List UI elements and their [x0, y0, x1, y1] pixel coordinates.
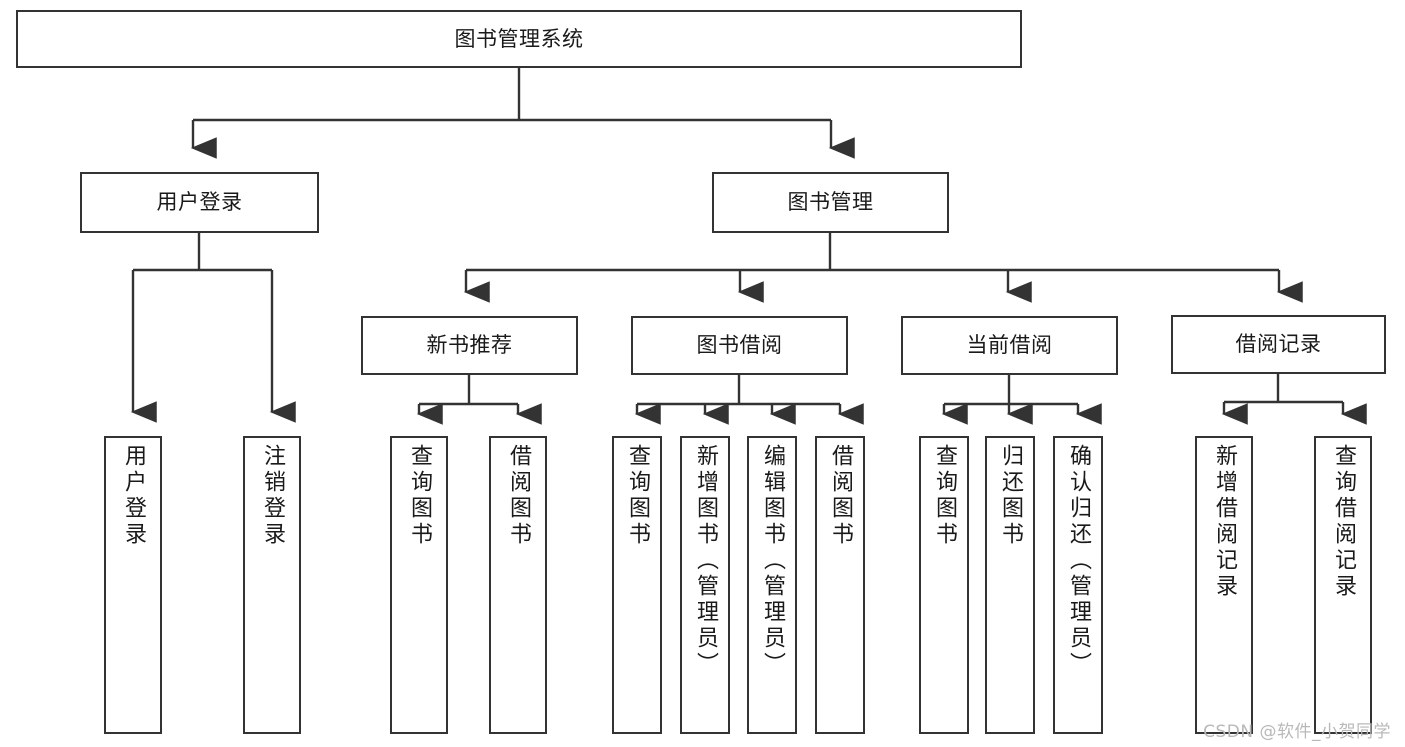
node-leaf-user-login[interactable]: 用户登录 [104, 436, 162, 734]
node-leaf-add-record-label: 新增借阅记录 [1212, 444, 1237, 600]
node-current-borrow-label: 当前借阅 [966, 333, 1053, 358]
node-leaf-query-book-3[interactable]: 查询图书 [919, 436, 969, 734]
node-leaf-user-login-label: 用户登录 [121, 444, 146, 548]
node-leaf-query-book-3-label: 查询图书 [932, 444, 957, 548]
node-current-borrow[interactable]: 当前借阅 [901, 316, 1118, 375]
node-leaf-return-book-label: 归还图书 [998, 444, 1023, 548]
node-leaf-query-book-1[interactable]: 查询图书 [390, 436, 448, 734]
node-borrow-record-label: 借阅记录 [1235, 332, 1322, 357]
node-root-label: 图书管理系统 [454, 26, 584, 51]
node-book-management-label: 图书管理 [787, 190, 874, 215]
node-leaf-borrow-book-2-label: 借阅图书 [828, 444, 853, 548]
node-leaf-borrow-book-1-label: 借阅图书 [506, 444, 531, 548]
node-user-login[interactable]: 用户登录 [80, 172, 319, 233]
node-leaf-confirm-return-label: 确认归还（管理员） [1066, 444, 1091, 678]
node-leaf-query-book-1-label: 查询图书 [407, 444, 432, 548]
node-leaf-return-book[interactable]: 归还图书 [985, 436, 1035, 734]
node-root[interactable]: 图书管理系统 [16, 10, 1022, 68]
node-new-book-recommend-label: 新书推荐 [426, 333, 513, 358]
node-leaf-logout-label: 注销登录 [260, 444, 285, 548]
node-leaf-add-book[interactable]: 新增图书（管理员） [680, 436, 730, 734]
node-leaf-borrow-book-2[interactable]: 借阅图书 [815, 436, 865, 734]
node-leaf-add-book-label: 新增图书（管理员） [693, 444, 718, 678]
node-leaf-borrow-book-1[interactable]: 借阅图书 [489, 436, 547, 734]
node-leaf-edit-book[interactable]: 编辑图书（管理员） [747, 436, 797, 734]
node-book-borrow[interactable]: 图书借阅 [631, 316, 848, 375]
node-user-login-label: 用户登录 [156, 190, 243, 215]
node-borrow-record[interactable]: 借阅记录 [1171, 315, 1386, 374]
node-new-book-recommend[interactable]: 新书推荐 [361, 316, 578, 375]
node-leaf-query-record-label: 查询借阅记录 [1331, 444, 1356, 600]
node-leaf-query-record[interactable]: 查询借阅记录 [1314, 436, 1372, 734]
watermark: CSDN @软件_小贺同学 [1203, 722, 1391, 742]
node-leaf-edit-book-label: 编辑图书（管理员） [760, 444, 785, 678]
node-leaf-add-record[interactable]: 新增借阅记录 [1195, 436, 1253, 734]
node-leaf-query-book-2[interactable]: 查询图书 [612, 436, 662, 734]
node-leaf-confirm-return[interactable]: 确认归还（管理员） [1053, 436, 1103, 734]
node-book-management[interactable]: 图书管理 [712, 172, 949, 233]
node-leaf-query-book-2-label: 查询图书 [625, 444, 650, 548]
node-book-borrow-label: 图书借阅 [696, 333, 783, 358]
node-leaf-logout[interactable]: 注销登录 [243, 436, 301, 734]
